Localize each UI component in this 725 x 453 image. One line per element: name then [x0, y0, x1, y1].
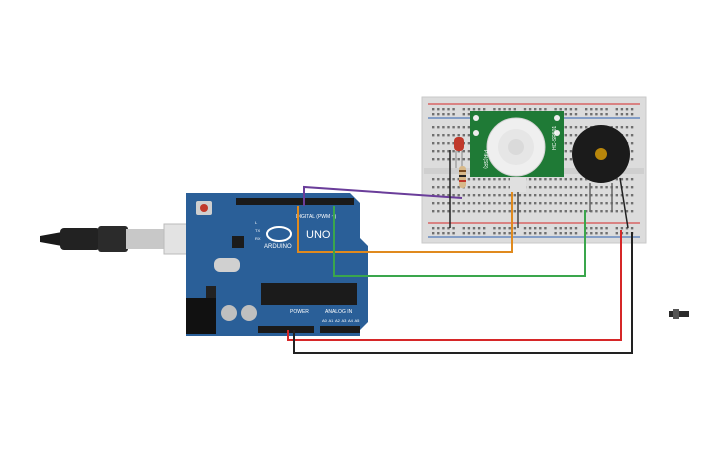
atmega-chip — [261, 283, 357, 305]
analog-label: ANALOG IN — [325, 309, 353, 315]
wire-short-3 — [619, 177, 629, 229]
wire-green — [333, 206, 586, 277]
power-jack[interactable] — [186, 298, 216, 334]
rx-label: RX — [255, 236, 261, 241]
analog-pin-label: A5 — [355, 318, 361, 323]
analog-pin-label: A3 — [342, 318, 348, 323]
pir-sensor[interactable]: PIR(SR) HC-SR501 — [470, 111, 564, 192]
pir-left-label: PIR(SR) — [482, 150, 488, 169]
tx-label: TX — [255, 228, 260, 233]
brand-label: ARDUINO — [264, 244, 292, 250]
analog-pin-label: A4 — [348, 318, 354, 323]
arduino-uno-board[interactable]: ARDUINO UNO DIGITAL (PWM ~) POWER ANALOG… — [186, 193, 368, 336]
model-label: UNO — [306, 229, 331, 241]
analog-pin-label: A1 — [329, 318, 335, 323]
analog-header[interactable] — [320, 326, 360, 333]
piezo-buzzer[interactable] — [572, 125, 630, 212]
analog-pin-label: A0 — [322, 318, 328, 323]
wire-orange — [297, 192, 513, 253]
wire-black — [293, 232, 633, 354]
l-label: L — [255, 220, 258, 225]
analog-pin-label: A2 — [335, 318, 341, 323]
digital-header[interactable] — [236, 198, 354, 205]
power-label: POWER — [290, 309, 309, 315]
led[interactable] — [454, 137, 464, 168]
power-header[interactable] — [258, 326, 314, 333]
pir-right-label: HC-SR501 — [552, 126, 558, 150]
digital-label: DIGITAL (PWM ~) — [296, 214, 336, 220]
wire-red — [287, 230, 622, 341]
usb-cable[interactable] — [40, 223, 191, 255]
resistor[interactable] — [459, 166, 466, 188]
wire-purple — [303, 185, 463, 206]
slide-switch-icon[interactable] — [669, 306, 689, 319]
wires[interactable] — [287, 150, 633, 354]
arduino-logo-icon — [266, 226, 292, 242]
